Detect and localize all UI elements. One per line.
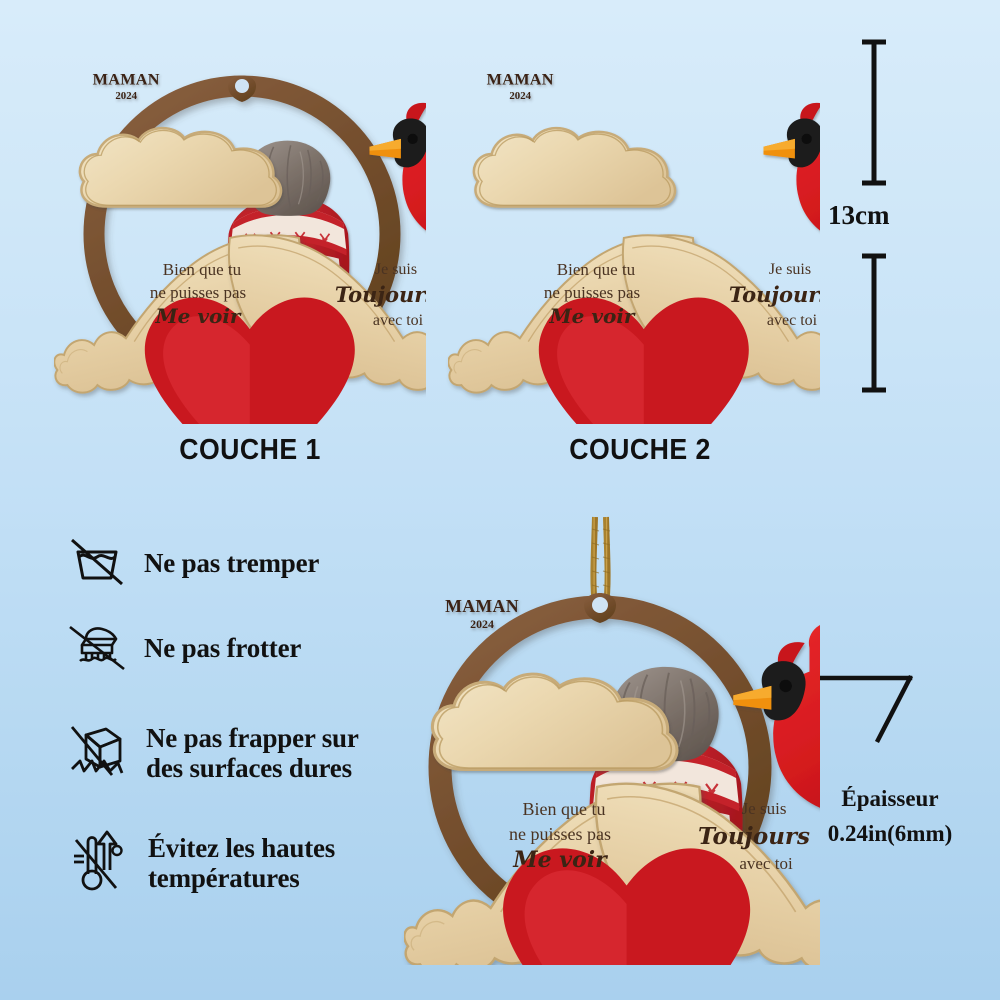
layer-2-ornament: MAMAN 2024 Bien que tu ne puisses pas Me… bbox=[440, 24, 820, 424]
care-label-no-scrub: Ne pas frotter bbox=[144, 632, 302, 663]
cloud-name-text: MAMAN bbox=[93, 70, 160, 88]
cloud-year-text: 2024 bbox=[115, 90, 137, 102]
svg-text:ne puisses pas: ne puisses pas bbox=[544, 283, 640, 302]
cloud-name-tag: MAMAN 2024 bbox=[474, 70, 675, 206]
care-item-no-high-temperature: Évitez les hautes températures bbox=[66, 808, 426, 918]
assembled-ornament: MAMAN 2024 Bien que tu ne puisses pas Me… bbox=[400, 505, 820, 965]
right-wing-text: Je suis Toujours avec toi bbox=[698, 799, 820, 965]
svg-text:Toujours: Toujours bbox=[698, 823, 810, 850]
no-soak-icon bbox=[66, 530, 128, 597]
svg-text:ne puisses pas: ne puisses pas bbox=[150, 283, 246, 302]
care-instructions-list: Ne pas tremper Ne pas frotter bbox=[66, 528, 426, 918]
thickness-leader-line bbox=[801, 674, 914, 744]
hanging-cord bbox=[590, 516, 611, 606]
svg-text:Me voir: Me voir bbox=[512, 847, 608, 873]
layer-1-ornament: MAMAN 2024 Bien que tu ne puisses pas Me… bbox=[46, 24, 426, 424]
height-dimension bbox=[830, 28, 970, 398]
care-item-no-scrub: Ne pas frotter bbox=[66, 598, 426, 698]
dimension-line bbox=[862, 39, 886, 393]
left-wing-text: Bien que tu ne puisses pas Me voir bbox=[539, 260, 749, 424]
svg-text:Bien que tu: Bien que tu bbox=[523, 799, 606, 819]
care-item-no-impact: Ne pas frapper sur des surfaces dures bbox=[66, 698, 426, 808]
svg-text:Me voir: Me voir bbox=[155, 304, 242, 328]
cloud-name-tag: MAMAN 2024 bbox=[80, 70, 281, 206]
no-high-temperature-icon bbox=[66, 826, 132, 901]
thickness-title: Épaisseur bbox=[841, 786, 939, 811]
right-wing-text: Je suis Toujours avec toi bbox=[729, 261, 820, 424]
svg-text:MAMAN: MAMAN bbox=[445, 596, 519, 616]
left-wing-text: Bien que tu ne puisses pas Me voir bbox=[503, 799, 750, 965]
layer-1-label: COUCHE 1 bbox=[179, 434, 321, 466]
svg-text:Je suis: Je suis bbox=[769, 261, 811, 278]
svg-text:MAMAN: MAMAN bbox=[487, 70, 554, 88]
svg-text:avec toi: avec toi bbox=[739, 854, 793, 873]
svg-text:2024: 2024 bbox=[509, 90, 531, 102]
layer-2-label: COUCHE 2 bbox=[569, 434, 711, 466]
care-label-no-high-temperature: Évitez les hautes températures bbox=[148, 832, 336, 893]
height-dimension-label: 13cm bbox=[828, 200, 890, 230]
svg-text:Bien que tu: Bien que tu bbox=[557, 260, 636, 279]
svg-text:Bien que tu: Bien que tu bbox=[163, 260, 242, 279]
thickness-dimension bbox=[798, 668, 958, 758]
svg-text:Je suis: Je suis bbox=[375, 261, 417, 278]
no-impact-icon bbox=[66, 717, 130, 790]
cloud-name-tag: MAMAN 2024 bbox=[432, 596, 677, 769]
svg-text:Je suis: Je suis bbox=[742, 799, 787, 818]
care-item-no-soak: Ne pas tremper bbox=[66, 528, 426, 598]
care-label-no-impact: Ne pas frapper sur des surfaces dures bbox=[146, 722, 359, 783]
right-wing-text: Je suis Toujours avec toi bbox=[335, 261, 426, 424]
left-wing-text: Bien que tu ne puisses pas Me voir bbox=[145, 260, 355, 424]
svg-text:ne puisses pas: ne puisses pas bbox=[509, 824, 611, 844]
thickness-value: 0.24in(6mm) bbox=[827, 821, 953, 846]
no-scrub-icon bbox=[66, 615, 128, 682]
svg-text:avec toi: avec toi bbox=[767, 312, 818, 329]
svg-text:Toujours: Toujours bbox=[729, 282, 820, 307]
cardinal-icon bbox=[763, 85, 820, 284]
care-label-no-soak: Ne pas tremper bbox=[144, 547, 320, 578]
svg-text:avec toi: avec toi bbox=[373, 312, 424, 329]
svg-text:2024: 2024 bbox=[470, 617, 494, 631]
svg-text:Me voir: Me voir bbox=[549, 304, 636, 328]
svg-text:Toujours: Toujours bbox=[335, 282, 426, 307]
